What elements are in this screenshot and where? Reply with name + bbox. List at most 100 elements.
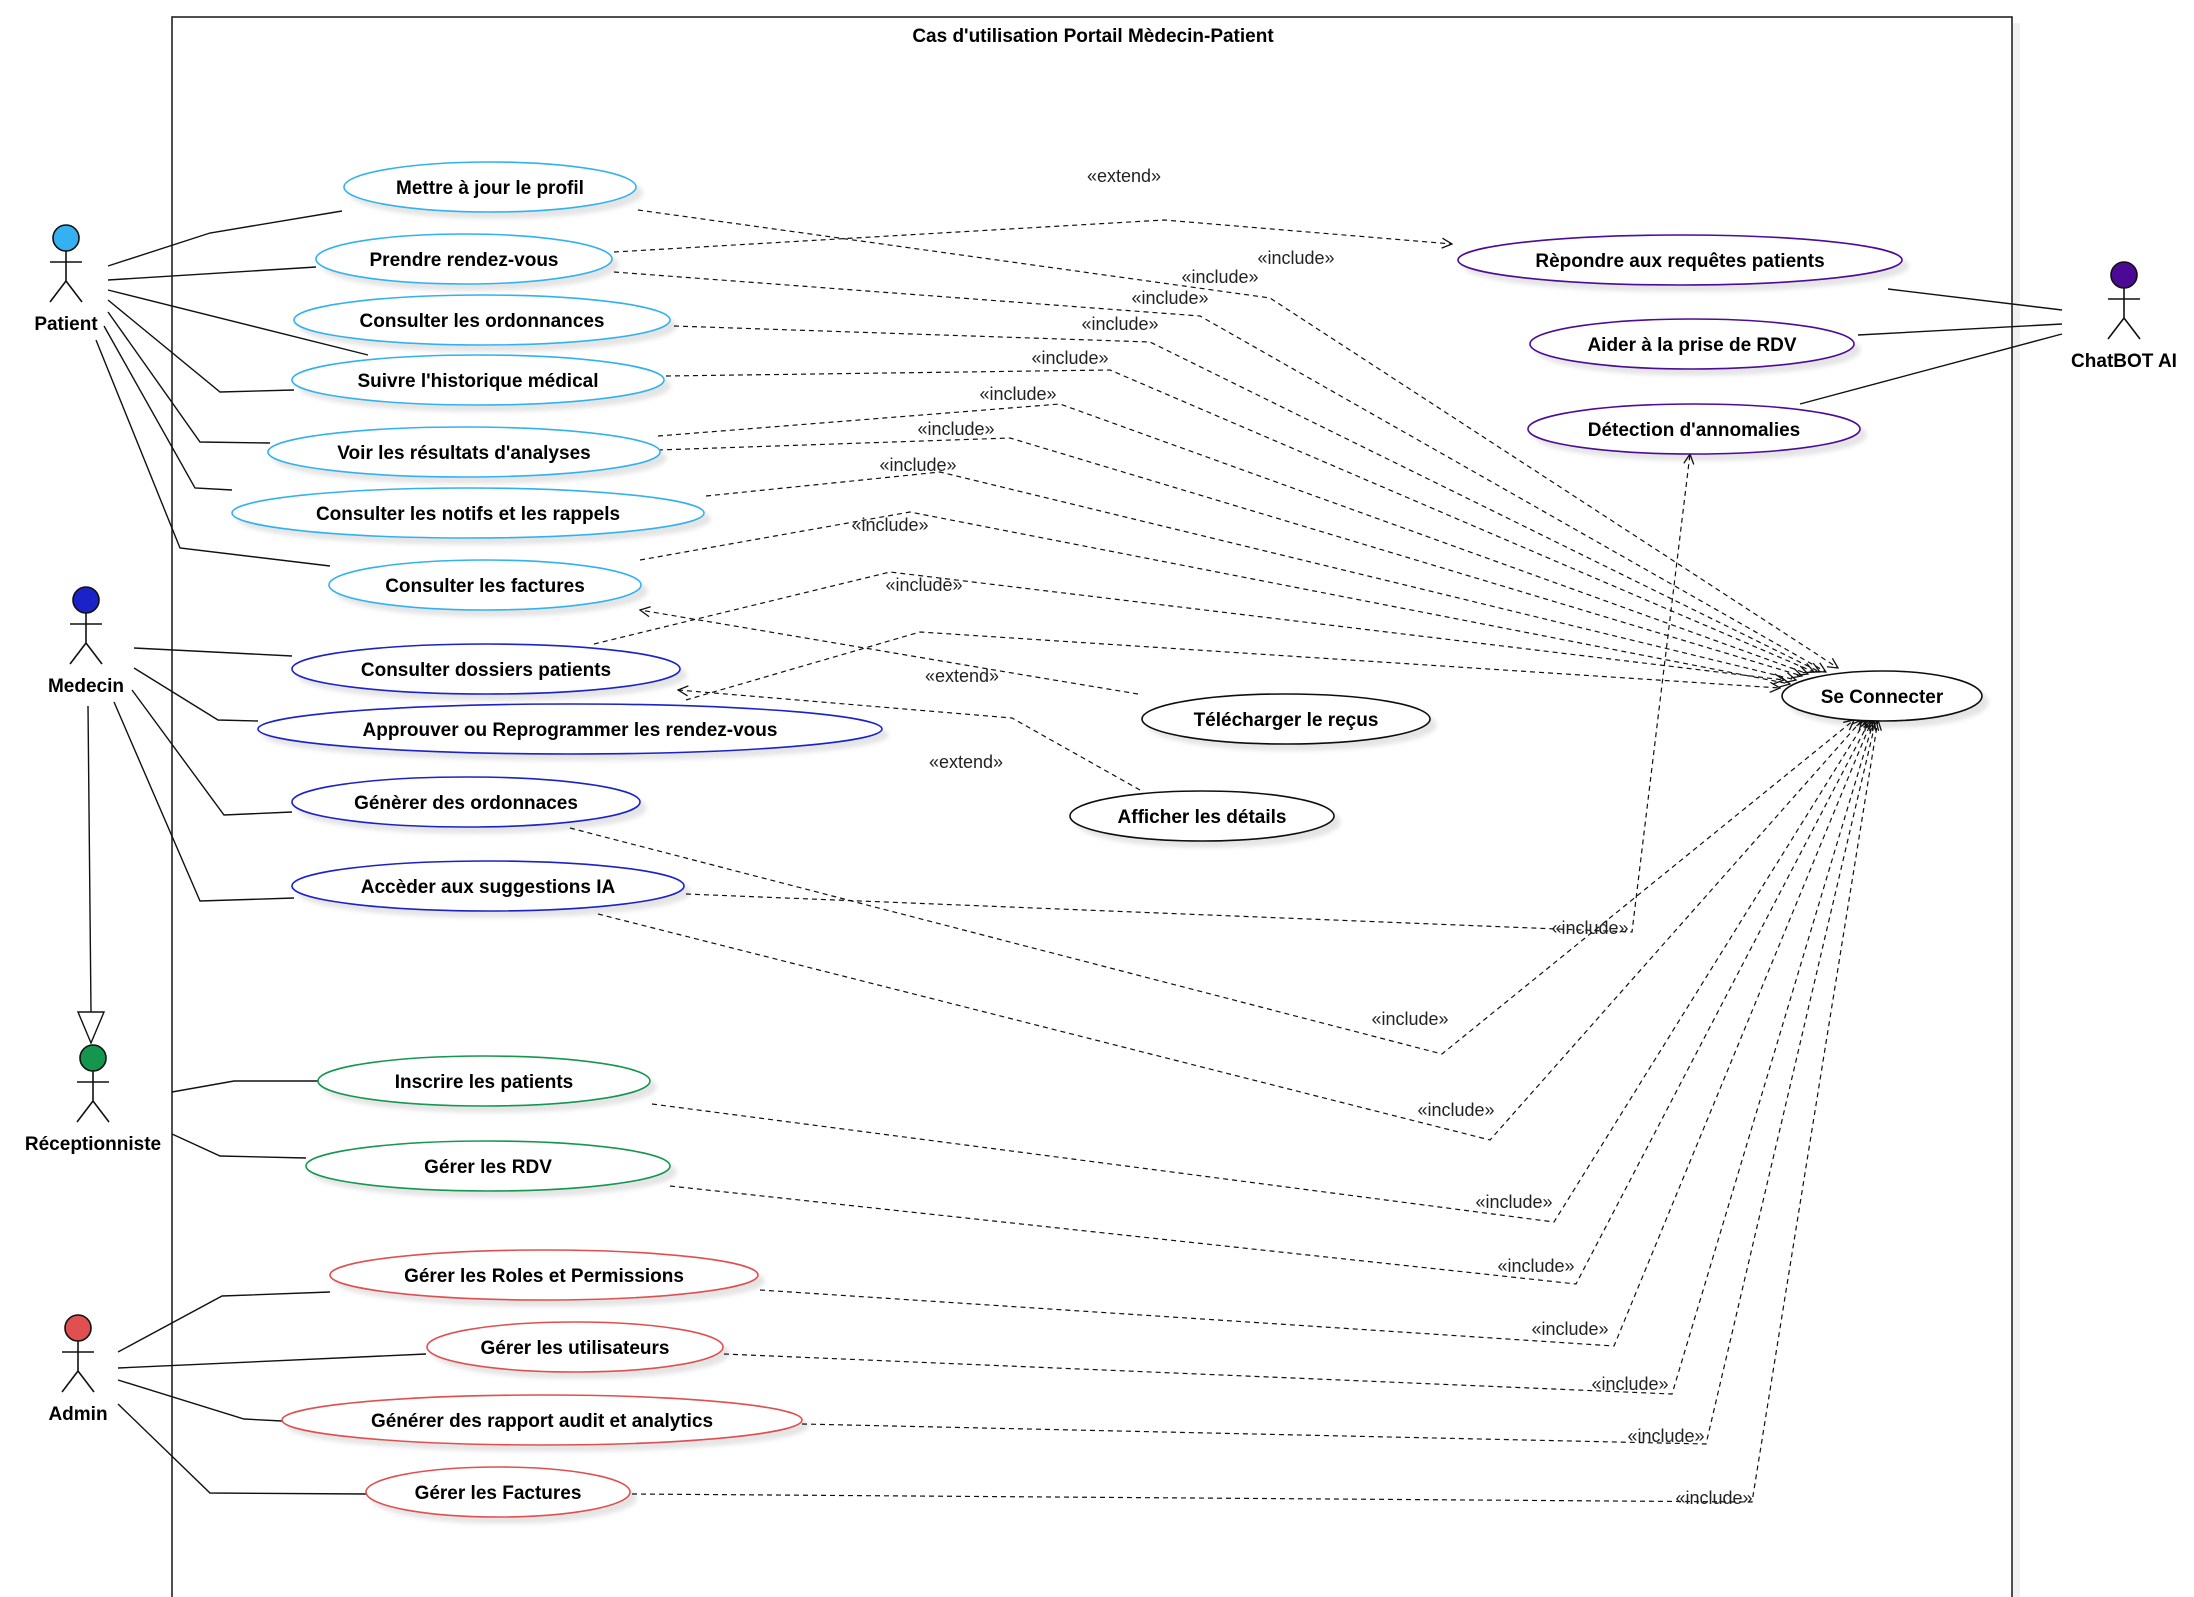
actor-label: Patient (34, 314, 98, 335)
usecase-aider[interactable]: Aider à la prise de RDV (1529, 318, 1855, 370)
usecase-notifs[interactable]: Consulter les notifs et les rappels (231, 487, 705, 539)
svg-text:Consulter les ordonnances: Consulter les ordonnances (360, 311, 605, 332)
dep-rapport-connecter (801, 720, 1876, 1445)
svg-text:Gérer les Roles et Permissions: Gérer les Roles et Permissions (404, 1266, 684, 1287)
usecase-rdv[interactable]: Prendre rendez-vous (315, 233, 613, 285)
dep-rdv-connecter (613, 271, 1826, 672)
svg-text:Inscrire les patients: Inscrire les patients (395, 1072, 573, 1093)
dep-approuver-connecter (685, 631, 1780, 701)
assoc-medecin-approuver (133, 667, 259, 722)
label-include-2: «include» (1181, 267, 1258, 287)
usecase-historique[interactable]: Suivre l'historique médical (291, 354, 665, 406)
diagram-title: Cas d'utilisation Portail Mèdecin-Patien… (912, 26, 1274, 47)
dep-factures-connecter (639, 511, 1790, 684)
usecase-detection[interactable]: Détection d'annomalies (1527, 403, 1861, 455)
actor-receptionniste[interactable]: Réceptionniste (25, 1044, 161, 1155)
actor-medecin[interactable]: Medecin (48, 586, 124, 697)
usecase-suggestions[interactable]: Accèder aux suggestions IA (291, 860, 685, 912)
dependency-lines (569, 209, 1878, 1503)
label-include-12: «include» (1371, 1009, 1448, 1029)
usecase-afficher[interactable]: Afficher les détails (1069, 790, 1335, 842)
usecase-resultats[interactable]: Voir les résultats d'analyses (267, 426, 661, 478)
actor-admin[interactable]: Admin (48, 1314, 108, 1425)
label-include-8: «include» (879, 455, 956, 475)
label-include-19: «include» (1675, 1488, 1752, 1508)
association-lines (95, 210, 2063, 1495)
usecase-gerer-factures[interactable]: Gérer les Factures (365, 1466, 631, 1518)
use-cases: Mettre à jour le profil Prendre rendez-v… (231, 161, 1983, 1518)
label-include-14: «include» (1475, 1192, 1552, 1212)
actor-patient[interactable]: Patient (34, 224, 98, 335)
actor-label: Réceptionniste (25, 1134, 161, 1155)
label-include-17: «include» (1591, 1374, 1668, 1394)
assoc-patient-factures (95, 339, 331, 567)
usecase-utilisateurs[interactable]: Gérer les utilisateurs (426, 1321, 724, 1373)
label-include-3: «include» (1131, 288, 1208, 308)
ext-afficher-dossiers (678, 690, 1141, 791)
usecase-telecharger[interactable]: Télécharger le reçus (1141, 693, 1431, 745)
usecase-factures[interactable]: Consulter les factures (328, 559, 642, 611)
label-include-1: «include» (1257, 248, 1334, 268)
label-include-11: «include» (1551, 918, 1628, 938)
stick-figure-icon (76, 1044, 110, 1123)
usecase-inscrire[interactable]: Inscrire les patients (317, 1055, 651, 1107)
usecase-ordonnances[interactable]: Consulter les ordonnances (293, 294, 671, 346)
actor-chatbot[interactable]: ChatBOT AI (2071, 261, 2177, 372)
usecase-dossiers[interactable]: Consulter dossiers patients (291, 643, 681, 695)
assoc-medecin-generer (131, 689, 293, 816)
label-extend-repondre: «extend» (1087, 166, 1161, 186)
ext-telecharger-factures (640, 610, 1139, 695)
assoc-admin-factures (117, 1403, 367, 1495)
actors: Patient Medecin Réceptionniste (25, 224, 2177, 1425)
dep-notifs-connecter (705, 471, 1796, 680)
actor-label: Medecin (48, 676, 124, 697)
assoc-patient-resultats (107, 311, 271, 444)
svg-text:Se Connecter: Se Connecter (1821, 687, 1944, 708)
usecase-rapport[interactable]: Générer des rapport audit et analytics (281, 1394, 803, 1446)
usecase-connecter[interactable]: Se Connecter (1781, 670, 1983, 722)
stick-figure-icon (49, 224, 83, 303)
usecase-approuver[interactable]: Approuver ou Reprogrammer les rendez-vou… (257, 703, 883, 755)
label-include-7: «include» (917, 419, 994, 439)
dep-historique-connecter (665, 369, 1814, 672)
usecase-generer-ord[interactable]: Génèrer des ordonnaces (291, 776, 641, 828)
assoc-patient-profil (107, 210, 343, 267)
usecase-repondre[interactable]: Rèpondre aux requêtes patients (1457, 234, 1903, 286)
dep-suggestions-connecter (597, 720, 1862, 1141)
svg-text:Consulter dossiers patients: Consulter dossiers patients (361, 660, 611, 681)
assoc-medecin-dossiers (133, 647, 293, 657)
dep-resultats-connecter-b (657, 437, 1802, 676)
dep-generer-connecter (569, 720, 1854, 1055)
svg-text:Accèder aux suggestions IA: Accèder aux suggestions IA (361, 877, 616, 898)
svg-text:Gérer les utilisateurs: Gérer les utilisateurs (480, 1338, 669, 1359)
assoc-admin-roles (117, 1291, 331, 1353)
stick-figure-icon (61, 1314, 95, 1393)
svg-text:Détection d'annomalies: Détection d'annomalies (1588, 420, 1801, 441)
dep-roles-connecter (759, 720, 1872, 1347)
svg-text:Gérer les RDV: Gérer les RDV (424, 1157, 552, 1178)
dep-profil-connecter (637, 209, 1838, 668)
dep-suggestions-detection (685, 454, 1690, 933)
svg-text:Suivre l'historique médical: Suivre l'historique médical (357, 371, 598, 392)
usecase-gerer-rdv[interactable]: Gérer les RDV (305, 1140, 671, 1192)
usecase-profil[interactable]: Mettre à jour le profil (343, 161, 637, 213)
assoc-chatbot-repondre (1887, 288, 2063, 311)
svg-text:Aider à la prise de RDV: Aider à la prise de RDV (1587, 335, 1796, 356)
stick-figure-icon (69, 586, 103, 665)
label-extend-afficher: «extend» (929, 752, 1003, 772)
ext-rdv-repondre (613, 219, 1452, 253)
usecase-roles[interactable]: Gérer les Roles et Permissions (329, 1249, 759, 1301)
dep-gerer-rdv-connecter (669, 720, 1870, 1285)
svg-text:Consulter les notifs et les ra: Consulter les notifs et les rappels (316, 504, 620, 525)
dep-utilisateurs-connecter (723, 720, 1874, 1395)
generalization-medecin-receptionniste (76, 705, 106, 1045)
assoc-recep-gerer-rdv (171, 1133, 307, 1159)
svg-text:Gérer les Factures: Gérer les Factures (415, 1483, 582, 1504)
label-include-15: «include» (1497, 1256, 1574, 1276)
assoc-admin-rapport (117, 1379, 283, 1422)
dep-ordonnances-connecter (673, 325, 1820, 672)
label-include-9: «include» (851, 515, 928, 535)
dep-factures-admin-connecter (631, 720, 1878, 1503)
label-extend-telecharger: «extend» (925, 666, 999, 686)
